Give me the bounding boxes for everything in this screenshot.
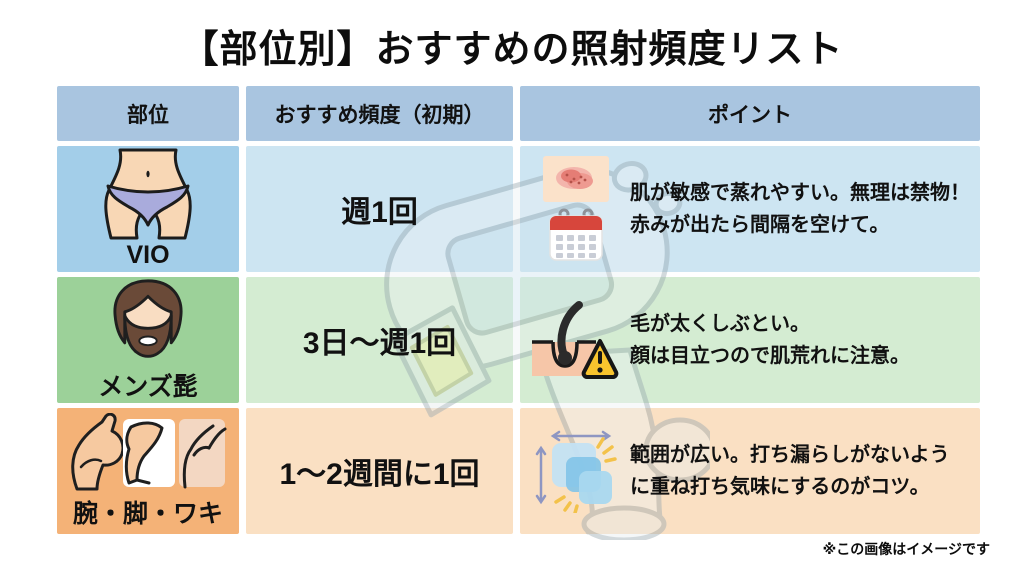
points-line: 顔は目立つので肌荒れに注意。 (630, 345, 910, 367)
header-label: おすすめ頻度（初期） (274, 103, 485, 127)
points-icons (532, 300, 620, 380)
header-label: 部位 (127, 103, 169, 127)
points-cell-vio: 肌が敏感で蒸れやすい。無理は禁物！ 赤みが出たら間隔を空けて。 (520, 146, 980, 272)
points-cell-beard: 毛が太くしぶとい。 顔は目立つので肌荒れに注意。 (520, 277, 980, 403)
frequency-cell-beard: 3日〜週1回 (246, 277, 513, 403)
header-label: ポイント (708, 103, 792, 127)
points-cell-limbs: 範囲が広い。打ち漏らしがないよう に重ね打ち気味にするのがコツ。 (520, 408, 980, 534)
part-cell-vio: VIO (57, 146, 239, 272)
points-line: 毛が太くしぶとい。 (630, 313, 810, 335)
header-cell-part: 部位 (57, 86, 239, 141)
part-label: VIO (126, 241, 170, 269)
points-line: 赤みが出たら間隔を空けて。 (630, 214, 890, 236)
frequency-cell-limbs: 1〜2週間に1回 (246, 408, 513, 534)
frequency-table: 部位 おすすめ頻度（初期） ポイント VIO 週1回 (57, 86, 980, 534)
page-title: 【部位別】おすすめの照射頻度リスト (180, 29, 844, 71)
points-text: 範囲が広い。打ち漏らしがないよう に重ね打ち気味にするのがコツ。 (630, 439, 950, 503)
frequency-value: 3日〜週1回 (302, 327, 457, 360)
vio-underwear-icon (104, 148, 192, 240)
frequency-value: 1〜2週間に1回 (279, 458, 480, 491)
frequency-value: 週1回 (341, 196, 418, 229)
calendar-icon (549, 208, 603, 261)
coverage-overlap-icon (535, 430, 617, 513)
points-text: 肌が敏感で蒸れやすい。無理は禁物！ 赤みが出たら間隔を空けて。 (630, 177, 970, 241)
frequency-cell-vio: 週1回 (246, 146, 513, 272)
points-line: に重ね打ち気味にするのがコツ。 (630, 476, 930, 498)
points-line: 肌が敏感で蒸れやすい。無理は禁物！ (630, 182, 970, 204)
part-label: メンズ髭 (98, 373, 198, 401)
header-cell-points: ポイント (520, 86, 980, 141)
skin-redness-icon (543, 155, 609, 202)
points-icons (532, 429, 620, 513)
hair-follicle-warning-icon (532, 301, 619, 379)
points-icons (532, 155, 620, 263)
bearded-man-icon (113, 279, 183, 358)
part-cell-limbs: 腕・脚・ワキ (57, 408, 239, 534)
points-line: 範囲が広い。打ち漏らしがないよう (630, 444, 950, 466)
image-disclaimer-note: ※この画像はイメージです (822, 541, 990, 557)
part-cell-beard: メンズ髭 (57, 277, 239, 403)
part-label: 腕・脚・ワキ (72, 499, 223, 528)
points-text: 毛が太くしぶとい。 顔は目立つので肌荒れに注意。 (630, 308, 910, 372)
header-cell-frequency: おすすめ頻度（初期） (246, 86, 513, 141)
arm-leg-armpit-icon (71, 412, 227, 490)
